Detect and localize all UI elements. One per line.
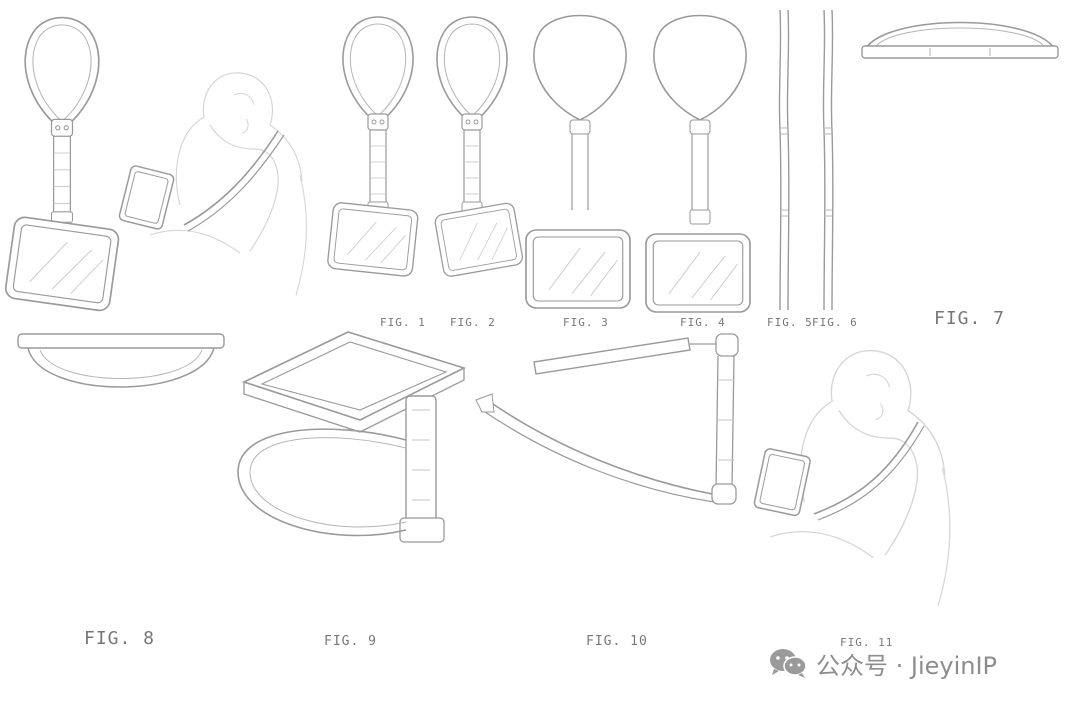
fig2-drawing xyxy=(433,16,525,279)
fig3-label: FIG. 3 xyxy=(563,316,609,329)
left-pendant-drawing xyxy=(3,16,121,313)
fig1-drawing xyxy=(326,16,420,278)
fig6-drawing xyxy=(822,9,834,311)
fig10-drawing xyxy=(475,333,739,505)
fig3-drawing xyxy=(525,14,631,309)
fig5-drawing xyxy=(778,9,790,311)
fig8-drawing xyxy=(17,333,225,388)
fig9-label: FIG. 9 xyxy=(324,634,377,649)
fig4-drawing xyxy=(645,14,751,313)
fig11-drawing xyxy=(753,349,951,607)
fig11-sketch-top xyxy=(118,72,308,296)
watermark-text: 公众号 · JieyinIP xyxy=(816,651,998,680)
fig7-label: FIG. 7 xyxy=(934,308,1006,329)
wechat-icon xyxy=(770,649,807,678)
fig5-label: FIG. 5 xyxy=(767,316,813,329)
fig11-label: FIG. 11 xyxy=(840,636,894,649)
fig9-drawing xyxy=(237,331,467,543)
fig4-label: FIG. 4 xyxy=(680,316,726,329)
fig6-label: FIG. 6 xyxy=(812,316,858,329)
fig2-label: FIG. 2 xyxy=(450,316,496,329)
watermark: 公众号 · JieyinIP xyxy=(768,646,997,680)
fig8-label: FIG. 8 xyxy=(84,628,156,649)
fig7-drawing xyxy=(861,21,1059,59)
fig1-label: FIG. 1 xyxy=(380,316,426,329)
fig10-label: FIG. 10 xyxy=(586,634,648,649)
